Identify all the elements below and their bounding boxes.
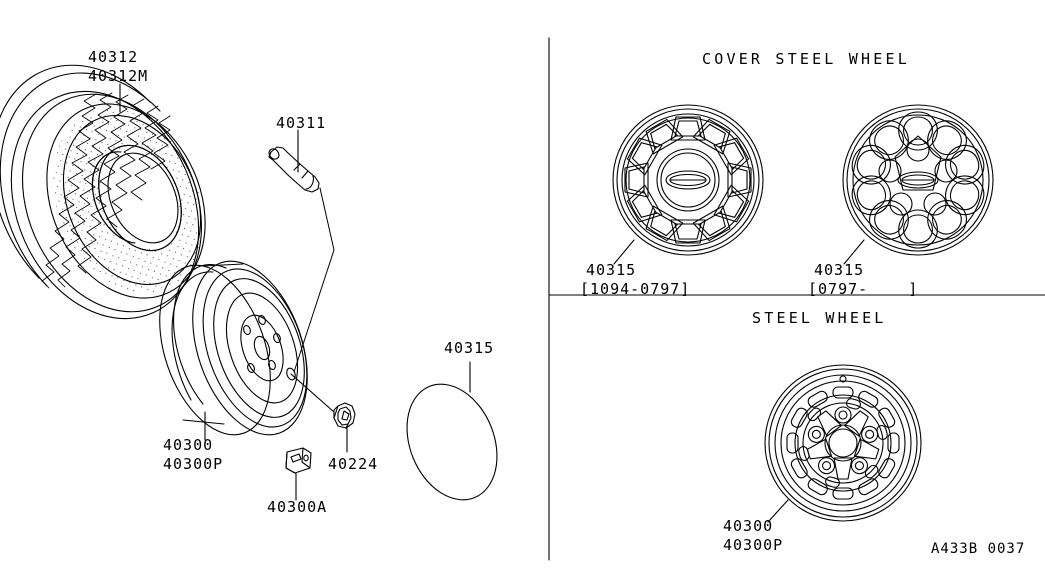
wheel-nut-assembly-line: [290, 373, 335, 413]
tire-tread-hatching: [41, 92, 171, 289]
tire-illustration: [0, 64, 206, 320]
label-wheel-part-2: 40300P: [163, 455, 224, 473]
label-tire-part-1: 40312: [88, 48, 139, 66]
cover-one-leader-line: [613, 239, 635, 265]
label-wheel-part-1: 40300: [163, 436, 214, 454]
steel-wheel-vent-ring: [786, 386, 900, 500]
cover-slot-ring: [624, 116, 752, 244]
steel-wheel-illustration: [764, 364, 922, 522]
label-steel-wheel-part-2: 40300P: [723, 536, 784, 554]
label-disc-cover-part: 40315: [444, 339, 495, 357]
balance-weight-clip-illustration: [285, 447, 312, 474]
wheel-cover-twelve-slot-illustration: [612, 104, 764, 256]
label-cover-one-range: [1094-0797]: [580, 280, 691, 298]
diagram-reference-code: A433B 0037: [931, 541, 1026, 557]
label-cover-one-part: 40315: [586, 261, 637, 279]
label-nut-part: 40224: [328, 455, 379, 473]
label-tire-part-2: 40312M: [88, 67, 149, 85]
cover-teardrop-ring: [851, 111, 985, 249]
steel-wheel-lug-ring: [807, 406, 879, 475]
panel-title-cover-steel-wheel: COVER STEEL WHEEL: [702, 50, 910, 68]
label-valve-part: 40311: [276, 114, 327, 132]
label-clip-part: 40300A: [267, 498, 328, 516]
road-wheel-illustration: [159, 260, 308, 436]
valve-assembly-line: [293, 187, 335, 373]
cover-two-leader-line: [843, 239, 865, 265]
steel-wheel-spoke-web: [806, 410, 880, 480]
label-steel-wheel-part-1: 40300: [723, 517, 774, 535]
label-cover-two-part: 40315: [814, 261, 865, 279]
panel-title-steel-wheel: STEEL WHEEL: [752, 309, 887, 327]
disc-cover-illustration: [406, 383, 498, 501]
wheel-nut-illustration: [333, 402, 356, 429]
steel-wheel-leader-line: [767, 499, 789, 523]
label-cover-two-range: [0797- ]: [808, 280, 919, 298]
wheel-cover-ten-teardrop-illustration: [842, 104, 994, 256]
valve-stem-illustration: [268, 146, 320, 193]
